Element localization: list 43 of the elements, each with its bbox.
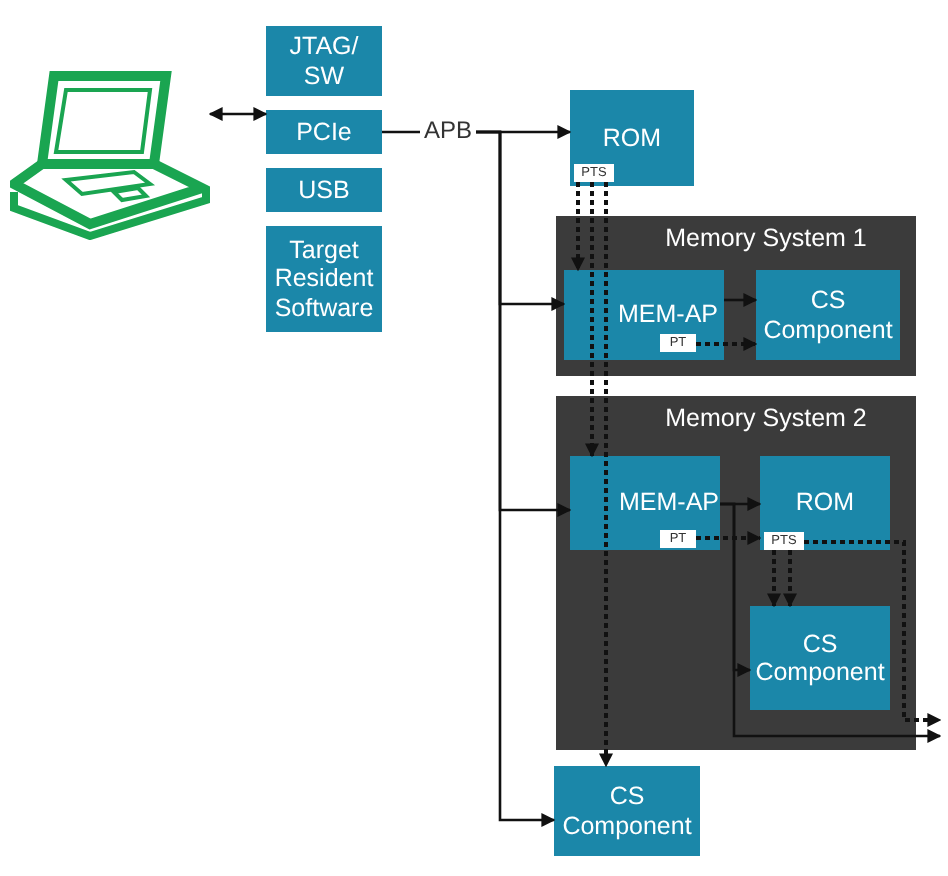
dotted-arrow [696,337,758,351]
port-tag [574,164,614,182]
port-tag [660,334,696,352]
dotted-arrow [585,182,599,458]
box-label: CS Component [560,782,694,840]
box-label: CS Component [753,629,887,687]
bus-label: APB [423,118,472,146]
component-box [266,26,382,96]
component-box [756,270,900,360]
panel-heading: Memory System 2 [665,404,867,433]
box-label: JTAG/ SW [287,32,361,90]
panel-heading: Memory System 1 [665,224,867,253]
box-label: MEM-AP [618,300,718,330]
arrow [720,502,942,743]
box-label: USB [298,175,350,205]
port-tag [660,530,696,548]
component-box [554,766,700,856]
component-box [564,270,724,360]
component-box [570,456,720,550]
arrow [476,130,556,827]
component-box [266,110,382,154]
component-box [760,456,890,550]
dotted-arrow [783,550,797,608]
box-label: PCIe [296,117,352,147]
box-label: MEM-AP [619,488,719,518]
dotted-arrow [804,540,942,727]
box-label: Target Resident Software [272,235,376,323]
component-box [570,90,694,186]
memory-system-panel [556,216,916,376]
memory-system-panel [556,396,916,750]
component-box [750,606,890,710]
dotted-arrow [571,182,585,272]
box-label: ROM [795,488,855,518]
arrow [208,107,268,121]
dotted-arrow [599,182,613,768]
arrow [724,293,758,307]
dotted-arrow [767,550,781,608]
dotted-arrow [696,531,762,545]
port-tag [764,532,804,550]
box-label: ROM [602,123,662,153]
box-label: CS Component [761,286,895,344]
connector-line [382,130,420,134]
component-box [266,168,382,212]
